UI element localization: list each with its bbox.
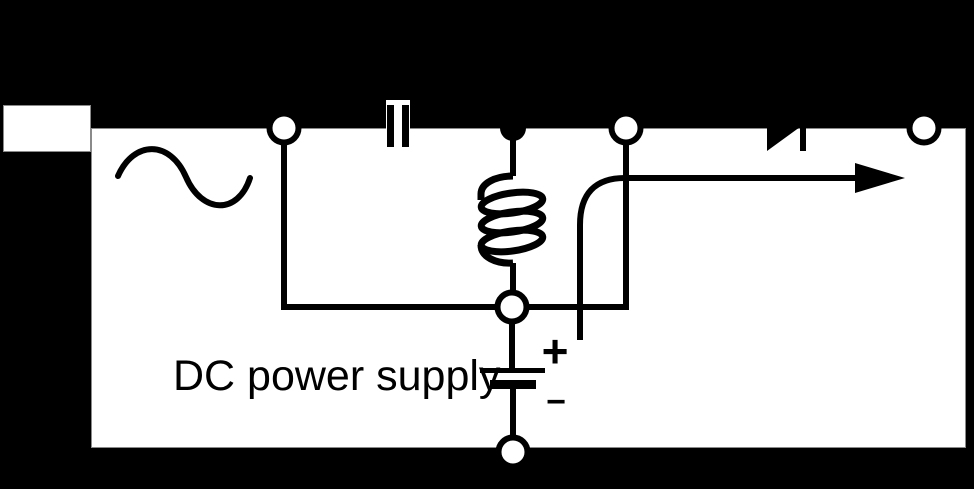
terminal-node-center (494, 289, 530, 325)
diode-symbol (767, 104, 806, 151)
left-branch-wire (281, 142, 512, 310)
terminal-node-top-right (906, 110, 942, 146)
battery-plus-label: + (542, 325, 569, 377)
coil-top-hook (477, 172, 514, 200)
junction-dot (500, 115, 526, 141)
choke-inductor-symbol (477, 172, 547, 267)
circuit-panel (91, 128, 966, 448)
capacitor-left-plate (387, 105, 394, 147)
coil-bottom-hook (477, 244, 514, 267)
terminal-node-bottom (495, 434, 531, 470)
battery-symbol (480, 368, 545, 389)
output-arrow-shaft (577, 175, 856, 340)
corner-label-box (3, 105, 91, 152)
capacitor-right-plate (402, 105, 409, 147)
diode-triangle (767, 104, 800, 151)
dc-power-supply-label: DC power supply (173, 352, 501, 400)
terminal-node-top-middle (608, 110, 644, 146)
ac-source-sine-symbol (115, 146, 253, 209)
battery-minus-label: − (546, 383, 566, 421)
battery-negative-plate (490, 380, 536, 389)
diode-cathode-bar (800, 104, 806, 151)
right-branch-wire (512, 142, 629, 310)
output-arrow (577, 163, 905, 340)
terminal-node-top-left (266, 110, 302, 146)
output-arrowhead (855, 163, 905, 193)
battery-positive-plate (480, 368, 545, 373)
series-capacitor-symbol (386, 100, 410, 148)
